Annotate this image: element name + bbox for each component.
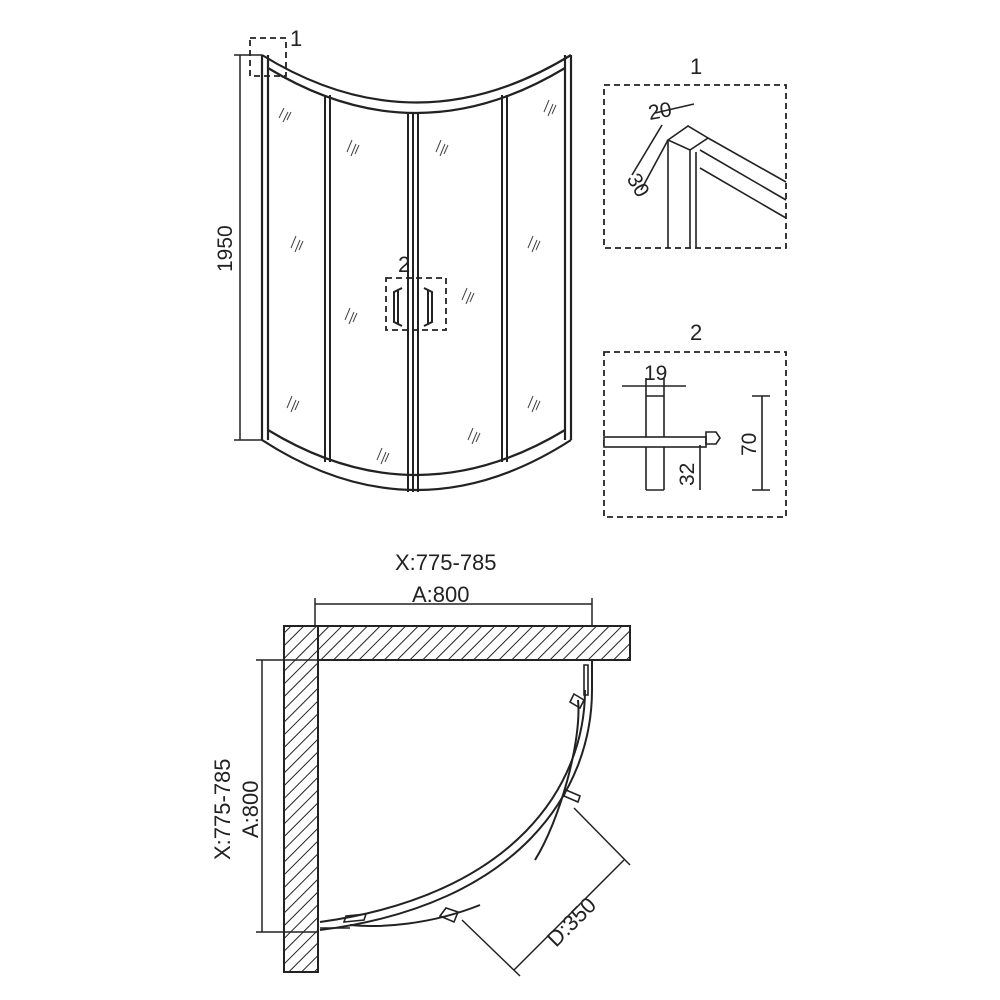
plan-door-hardware — [320, 665, 588, 928]
callout-label-1: 1 — [290, 26, 302, 51]
plan-radius-dimension — [462, 808, 630, 976]
plan-curved-door — [320, 660, 592, 930]
enclosure-frame — [262, 55, 571, 490]
plan-a-side-label: A:800 — [238, 781, 263, 839]
detail-1-profile — [632, 104, 786, 248]
panel-divisions — [325, 95, 507, 492]
plan-d-label: D:350 — [542, 892, 601, 951]
height-dimension-line — [234, 55, 262, 440]
detail-2-title: 2 — [690, 320, 702, 345]
callout-label-2: 2 — [398, 252, 410, 277]
detail-2-dim-32: 32 — [676, 463, 699, 486]
plan-x-top-label: X:775-785 — [395, 550, 497, 575]
height-label: 1950 — [214, 225, 237, 272]
detail-2: 2 19 32 70 — [604, 320, 786, 517]
detail-2-dim-70: 70 — [738, 433, 761, 456]
detail-1: 1 20 30 — [604, 54, 786, 248]
plan-x-side-label: X:775-785 — [210, 758, 235, 860]
plan-view: X:775-785 A:800 X:775-785 A:800 — [210, 550, 630, 976]
detail-1-title: 1 — [690, 54, 702, 79]
front-elevation: 1 2 1950 — [214, 26, 571, 492]
detail-2-dim-19: 19 — [644, 362, 667, 385]
wall-left — [284, 626, 318, 972]
wall-top — [284, 626, 630, 660]
detail-1-dim-20: 20 — [646, 98, 673, 125]
